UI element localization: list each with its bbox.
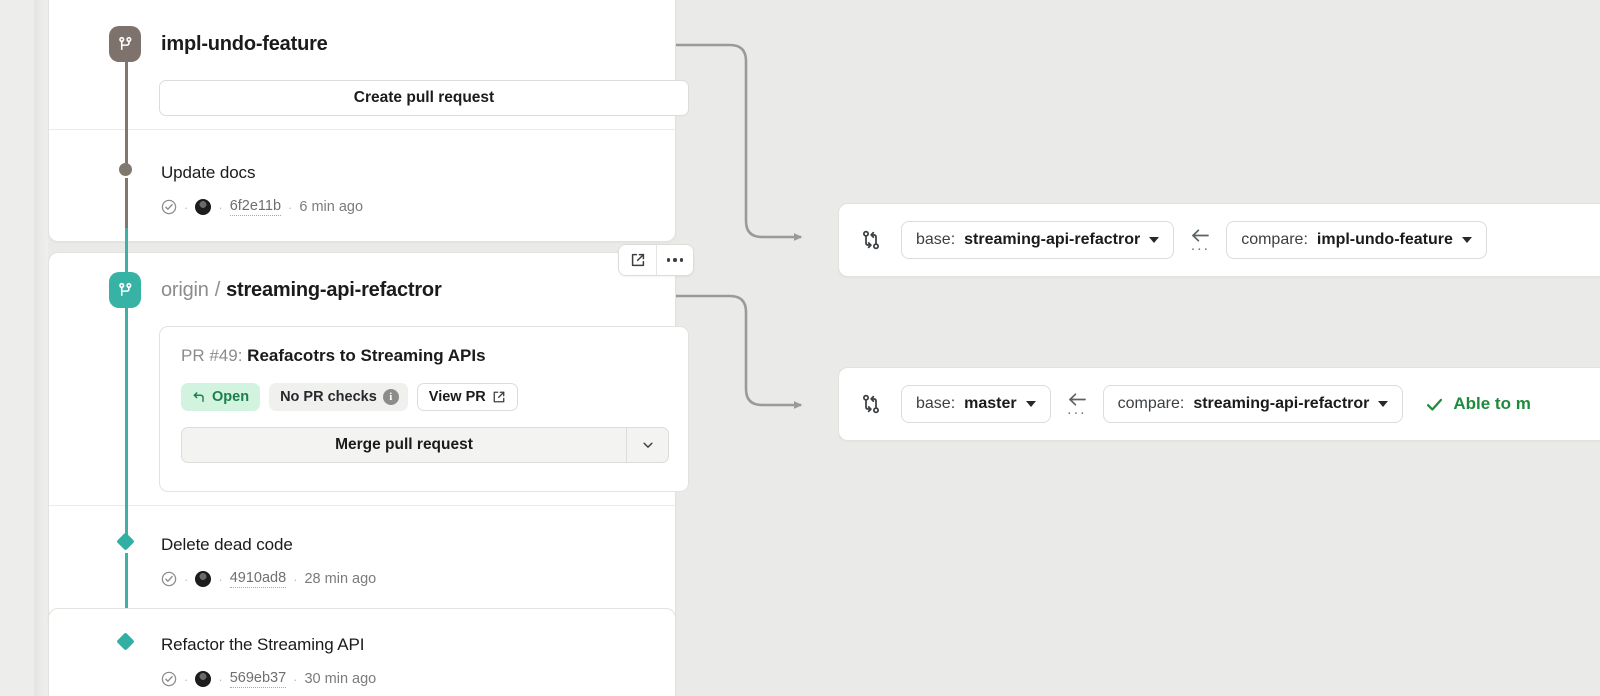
info-icon[interactable]: i <box>382 389 399 405</box>
git-compare-icon <box>861 394 881 414</box>
branch-rail-local-2 <box>125 178 128 248</box>
divider <box>49 505 675 506</box>
commit-time: 30 min ago <box>304 671 377 687</box>
arrow-left-icon <box>1192 229 1210 242</box>
base-branch-dropdown[interactable]: base: streaming-api-refactror <box>901 221 1175 259</box>
branch-rail-remote-top <box>125 228 128 272</box>
direction-indicator: ··· <box>1174 227 1226 257</box>
check-circle-icon <box>161 671 177 687</box>
view-pr-label: View PR <box>428 389 486 405</box>
view-pr-button[interactable]: View PR <box>416 383 518 411</box>
remote-branch-title[interactable]: origin/streaming-api-refactror <box>161 279 442 302</box>
external-link-icon <box>493 391 505 403</box>
git-branch-icon <box>109 26 141 62</box>
status-badge-label: Open <box>212 389 250 405</box>
ellipsis-label: ··· <box>1066 404 1087 421</box>
meta-separator: · <box>184 571 189 587</box>
pr-chip-row: Open No PR checks i View PR <box>181 383 518 411</box>
branch-rail-remote <box>125 308 128 543</box>
base-label: base: <box>916 231 956 248</box>
branch-rail-remote-2 <box>125 553 128 643</box>
commit-node <box>119 163 132 176</box>
commit-time: 6 min ago <box>299 199 364 215</box>
pr-open-icon <box>193 392 204 403</box>
base-value: master <box>964 395 1017 412</box>
meta-separator: · <box>293 671 298 687</box>
external-link-icon[interactable] <box>619 245 656 275</box>
meta-separator: · <box>218 671 223 687</box>
merge-status: Able to m <box>1425 394 1531 414</box>
base-label: base: <box>916 395 956 412</box>
commit-time: 28 min ago <box>304 571 377 587</box>
pull-request-box: PR #49: Reafacotrs to Streaming APIs Ope… <box>159 326 689 492</box>
commit-meta: · · 4910ad8 · 28 min ago <box>161 570 376 588</box>
meta-separator: · <box>218 571 223 587</box>
pr-checks-chip[interactable]: No PR checks i <box>269 383 408 411</box>
meta-separator: · <box>184 199 189 215</box>
left-gutter-edge <box>34 0 48 696</box>
divider <box>49 129 675 130</box>
compare-label: compare: <box>1117 395 1185 412</box>
meta-separator: · <box>288 199 293 215</box>
meta-separator: · <box>218 199 223 215</box>
direction-indicator: ··· <box>1051 391 1103 421</box>
arrow-left-icon <box>1068 393 1086 406</box>
meta-separator: · <box>184 671 189 687</box>
avatar <box>195 671 212 687</box>
pr-heading[interactable]: PR #49: Reafacotrs to Streaming APIs <box>181 346 486 366</box>
commit-message[interactable]: Delete dead code <box>161 535 293 554</box>
merge-pull-request-button[interactable]: Merge pull request <box>335 436 473 453</box>
branch-rail-local <box>125 58 128 168</box>
check-circle-icon <box>161 571 177 587</box>
remote-separator: / <box>214 279 221 301</box>
compare-bar: base: streaming-api-refactror ··· compar… <box>838 203 1600 277</box>
commit-sha[interactable]: 6f2e11b <box>229 198 282 216</box>
overflow-dots-icon[interactable] <box>656 245 693 275</box>
commit-meta: · · 6f2e11b · 6 min ago <box>161 198 363 216</box>
base-branch-dropdown[interactable]: base: master <box>901 385 1051 423</box>
commit-card <box>48 608 676 696</box>
left-gutter <box>0 0 34 696</box>
merge-pull-request-split-button: Merge pull request <box>181 427 669 463</box>
chevron-down-icon[interactable] <box>626 428 668 462</box>
local-branch-card <box>48 0 676 242</box>
pr-number: PR #49: <box>181 346 243 365</box>
commit-message[interactable]: Refactor the Streaming API <box>161 635 365 654</box>
compare-branch-dropdown[interactable]: compare: streaming-api-refactror <box>1102 385 1404 423</box>
commit-sha[interactable]: 4910ad8 <box>229 570 287 588</box>
ellipsis-label: ··· <box>1190 240 1210 257</box>
commit-meta: · · 569eb37 · 30 min ago <box>161 670 376 688</box>
pr-title: Reafacotrs to Streaming APIs <box>247 346 486 365</box>
compare-value: streaming-api-refactror <box>1193 395 1370 412</box>
chevron-down-icon <box>1025 401 1036 407</box>
commit-message[interactable]: Update docs <box>161 163 256 182</box>
chevron-down-icon <box>1378 401 1389 407</box>
chevron-down-icon <box>1461 237 1472 243</box>
compare-panel: base: streaming-api-refactror ··· compar… <box>838 0 1600 696</box>
chevron-down-icon <box>1149 237 1160 243</box>
local-branch-name[interactable]: impl-undo-feature <box>161 33 328 55</box>
remote-branch-name: streaming-api-refactror <box>226 279 442 301</box>
check-icon <box>1427 398 1443 411</box>
base-value: streaming-api-refactror <box>964 231 1141 248</box>
avatar <box>195 571 212 587</box>
compare-value: impl-undo-feature <box>1316 231 1453 248</box>
compare-bar: base: master ··· compare: streaming-api-… <box>838 367 1600 441</box>
status-badge[interactable]: Open <box>181 383 261 411</box>
git-compare-icon <box>861 230 881 250</box>
create-pull-request-button[interactable]: Create pull request <box>159 80 689 116</box>
remote-name: origin <box>161 279 209 301</box>
avatar <box>195 199 212 215</box>
branch-list-panel: impl-undo-feature Create pull request Up… <box>48 0 694 696</box>
check-circle-icon <box>161 199 177 215</box>
pr-checks-label: No PR checks <box>280 389 377 405</box>
compare-label: compare: <box>1241 231 1308 248</box>
compare-branch-dropdown[interactable]: compare: impl-undo-feature <box>1226 221 1487 259</box>
meta-separator: · <box>293 571 298 587</box>
commit-sha[interactable]: 569eb37 <box>229 670 287 688</box>
branch-card-actions <box>618 244 694 276</box>
merge-status-label: Able to m <box>1453 394 1531 413</box>
git-branch-icon <box>109 272 141 308</box>
